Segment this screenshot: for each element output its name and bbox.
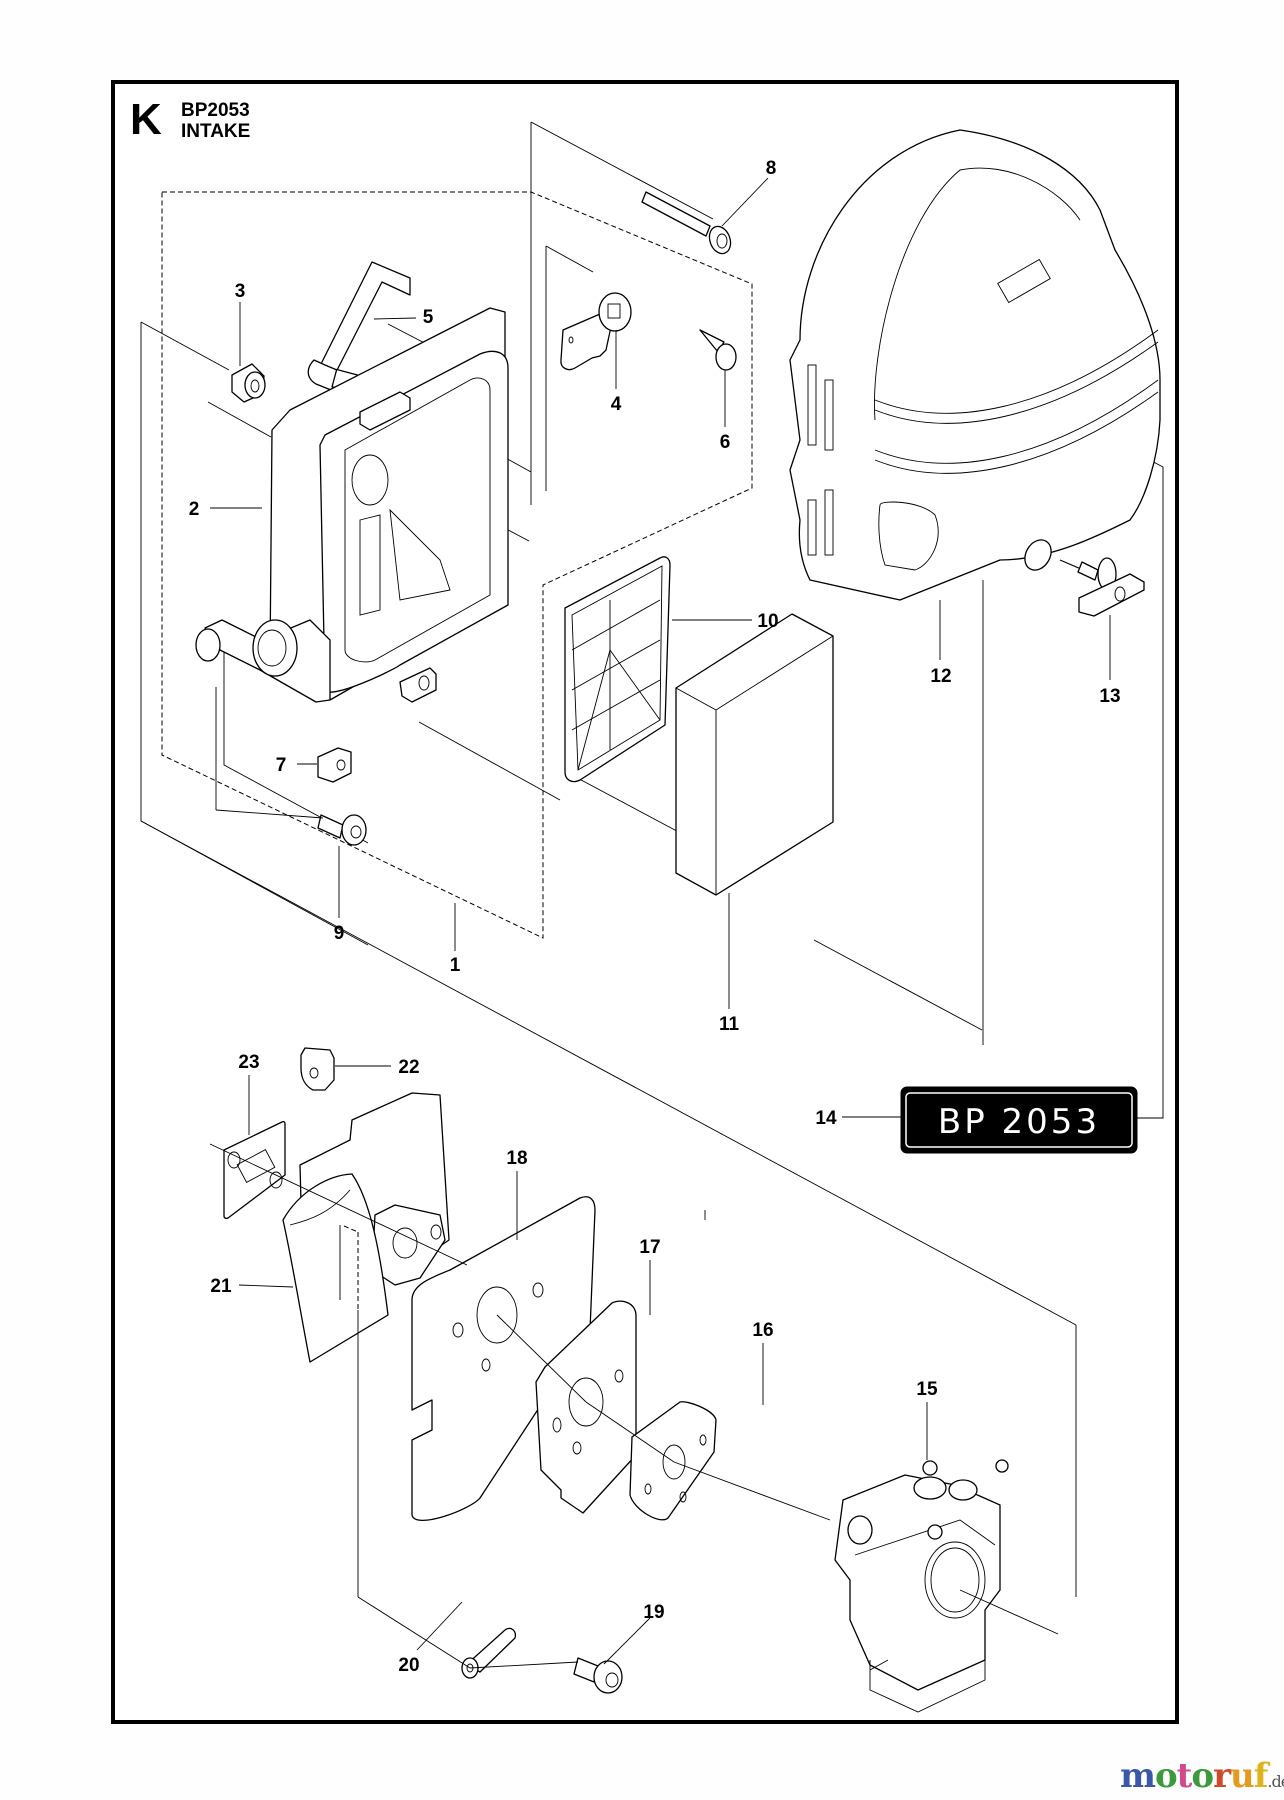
watermark-letter: u <box>1230 1756 1255 1796</box>
section-title: INTAKE <box>181 121 250 142</box>
callout-7: 7 <box>276 755 287 776</box>
callout-5: 5 <box>423 307 434 328</box>
assembly-1-outline <box>161 191 753 939</box>
watermark-letter: o <box>1154 1756 1178 1796</box>
callout-22: 22 <box>398 1057 419 1078</box>
part-22-bracket <box>300 1047 335 1091</box>
part-7-nut <box>317 747 352 783</box>
part-9-screw <box>317 814 367 846</box>
watermark-letter: m <box>1120 1756 1156 1796</box>
section-letter: K <box>130 95 162 144</box>
callout-20: 20 <box>398 1655 419 1676</box>
part-19-screw <box>573 1657 623 1694</box>
callout-19: 19 <box>643 1602 664 1623</box>
alignment-lines <box>209 687 1059 1669</box>
callout-1: 1 <box>450 955 461 976</box>
part-17-insulator <box>535 1300 637 1514</box>
callout-10: 10 <box>757 611 778 632</box>
part-10-filter-holder <box>564 556 671 783</box>
part-20-stud <box>461 1627 516 1679</box>
callout-2: 2 <box>189 499 200 520</box>
callout-23: 23 <box>238 1052 259 1073</box>
callout-3: 3 <box>235 281 246 302</box>
watermark-suffix: .de <box>1267 1772 1284 1791</box>
callout-6: 6 <box>720 432 731 453</box>
callout-11: 11 <box>719 1014 740 1035</box>
decal-text: BP 2053 <box>938 1102 1100 1142</box>
part-23-gasket <box>223 1120 286 1220</box>
part-18-gasket <box>411 1196 596 1521</box>
part-2-housing <box>195 307 509 703</box>
part-16-gasket <box>629 1401 717 1521</box>
watermark-letter: f <box>1253 1756 1269 1796</box>
part-13-knob-screw <box>1059 557 1145 617</box>
callout-8: 8 <box>766 158 777 179</box>
part-15-carburetor <box>834 1459 1009 1713</box>
callout-16: 16 <box>752 1320 773 1341</box>
callout-17: 17 <box>639 1237 660 1258</box>
part-14-decal: BP 2053 <box>900 1086 1138 1154</box>
callout-13: 13 <box>1099 686 1120 707</box>
callout-21: 21 <box>210 1276 232 1297</box>
callout-14: 14 <box>815 1108 837 1129</box>
bracket-lines <box>140 121 1164 1597</box>
callout-4: 4 <box>611 394 622 415</box>
part-11-air-filter <box>675 613 834 896</box>
callout-9: 9 <box>334 923 345 944</box>
watermark-letter: r <box>1213 1756 1231 1796</box>
section-model: BP2053 <box>181 100 250 121</box>
callout-leaders <box>210 177 1111 1665</box>
part-6-screw <box>699 329 737 371</box>
part-8-screw <box>641 191 732 255</box>
callout-15: 15 <box>916 1379 938 1400</box>
part-4-choke-lever <box>560 292 632 371</box>
part-3-bushing <box>231 363 266 403</box>
part-12-cover <box>789 129 1161 601</box>
callout-18: 18 <box>506 1148 527 1169</box>
watermark-letter: o <box>1191 1756 1214 1796</box>
callout-12: 12 <box>930 666 951 687</box>
part-21-heat-shield <box>282 1173 389 1363</box>
motoruf-watermark: motoruf.de <box>1120 1756 1284 1796</box>
callout-labels: 1 2 3 4 5 6 7 8 9 10 11 12 13 14 15 16 1… <box>189 158 1121 1676</box>
watermark-letter: t <box>1176 1756 1193 1796</box>
